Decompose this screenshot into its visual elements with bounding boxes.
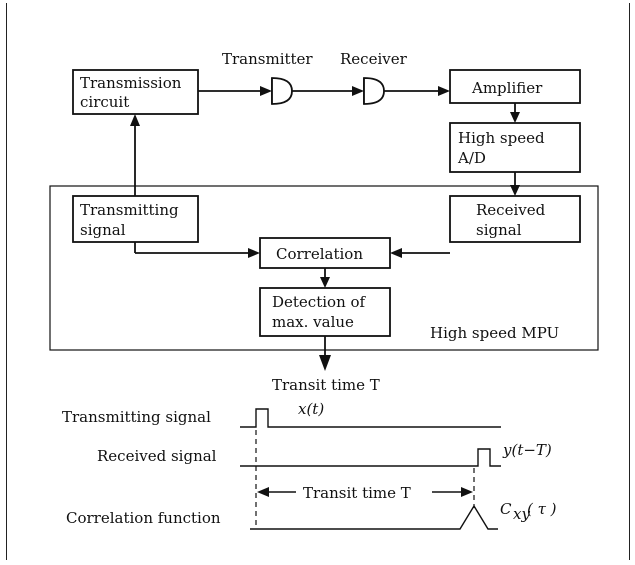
received-signal-label-1: Received: [476, 201, 546, 219]
page-frame: [6, 3, 630, 560]
transmitting-pulse: [240, 408, 501, 428]
received-pulse: [240, 448, 501, 467]
correlation-label: Correlation: [276, 245, 363, 263]
amplifier-label: Amplifier: [471, 79, 543, 97]
transmitting-signal-label-1: Transmitting: [80, 201, 179, 219]
detection-label-1: Detection of: [272, 293, 367, 311]
y-function-label: y(t−T): [502, 441, 552, 459]
svg-text:C: C: [500, 500, 512, 518]
svg-text:( τ ): ( τ ): [527, 500, 557, 518]
mpu-label: High speed MPU: [430, 324, 559, 342]
transmission-circuit-box: [72, 69, 199, 115]
transmission-circuit-label-2: circuit: [80, 93, 129, 111]
x-function-label: x(t): [298, 400, 324, 418]
correlation-function-label: C xy ( τ ): [500, 500, 557, 523]
output-label: Transit time T: [272, 376, 380, 394]
correlation-peak: [250, 504, 498, 530]
adc-label-2: A/D: [457, 149, 486, 167]
timing-row3-label: Correlation function: [66, 509, 221, 527]
adc-box: [449, 122, 581, 173]
mpu-boundary: [49, 185, 599, 351]
transmitter-label: Transmitter: [222, 50, 313, 68]
transit-span-arrow: [257, 487, 473, 497]
timing-row1-label: Transmitting signal: [62, 408, 211, 426]
transmitting-signal-label-2: signal: [80, 221, 126, 239]
transmitting-signal-box: [72, 195, 199, 243]
received-signal-box: [449, 195, 581, 243]
top-connectors: [198, 86, 520, 196]
transmitter-icon: [271, 77, 293, 105]
received-signal-label-2: signal: [476, 221, 522, 239]
detection-box: [259, 287, 391, 337]
adc-label-1: High speed: [458, 129, 545, 147]
transmission-circuit-label-1: Transmission: [80, 74, 182, 92]
mpu-connectors: [130, 114, 450, 371]
svg-text:xy: xy: [513, 505, 530, 523]
detection-label-2: max. value: [272, 313, 354, 331]
receiver-label: Receiver: [340, 50, 408, 68]
transit-span-label: Transit time T: [303, 484, 411, 502]
receiver-icon: [363, 77, 385, 105]
timing-row2-label: Received signal: [97, 447, 217, 465]
